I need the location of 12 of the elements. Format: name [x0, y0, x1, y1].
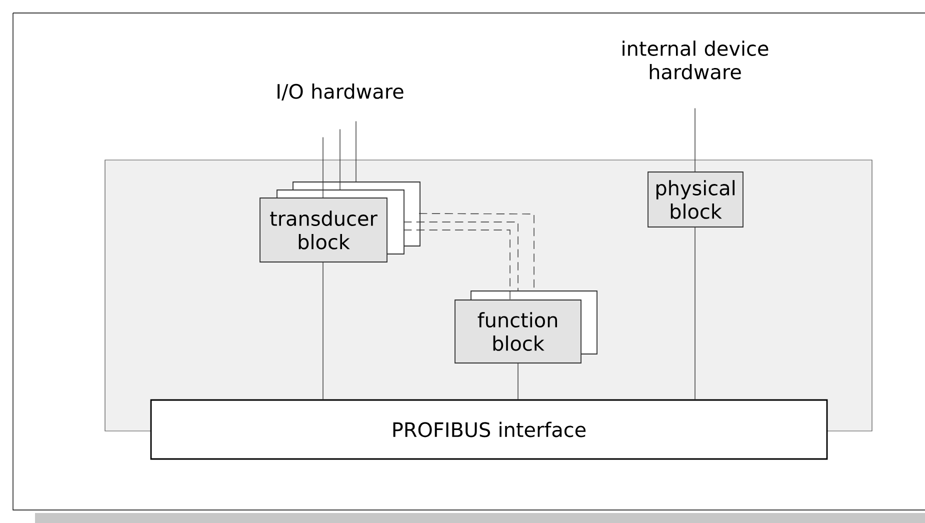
block-box: transducer block: [260, 182, 420, 262]
connector-line: [403, 222, 518, 291]
connector-line: [694, 108, 696, 172]
connector-line: [403, 230, 510, 300]
interface-bar: PROFIBUS interface: [150, 399, 828, 460]
block-box: function block: [454, 290, 598, 364]
connector-line: [322, 136, 324, 198]
connector-line: [694, 227, 696, 400]
connector-line: [322, 262, 324, 400]
heading-text: internal device hardware: [622, 40, 768, 80]
heading-text: I/O hardware: [278, 84, 404, 100]
block-box: physical block: [648, 172, 744, 228]
